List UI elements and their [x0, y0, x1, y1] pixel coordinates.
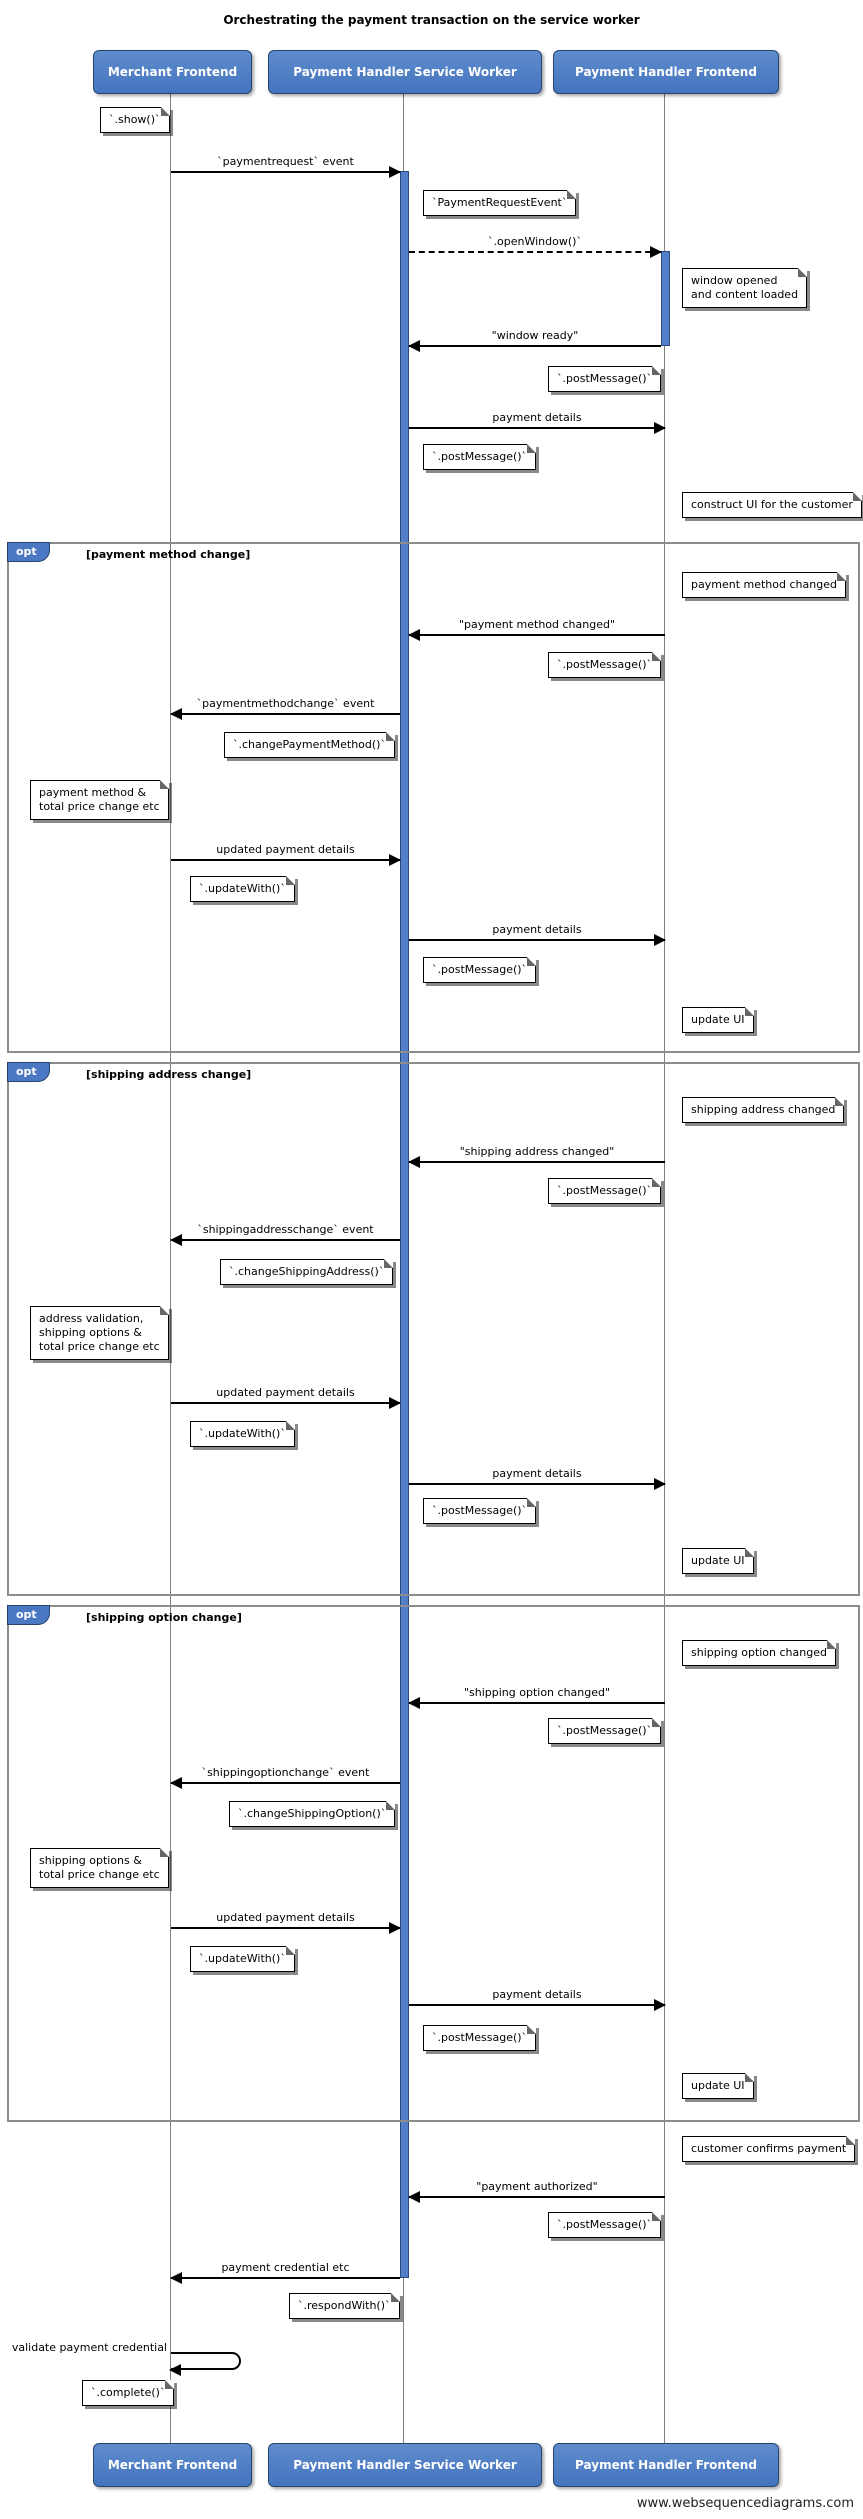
message-paymentmethodchange-event: [170, 708, 400, 720]
note-changeshippingaddress: `.changeShippingAddress()`: [220, 1259, 394, 1285]
note-address-validation-shipping-options: address validation, shipping options & t…: [30, 1306, 169, 1360]
message-payment-details-2: [409, 934, 666, 946]
message-shippingaddresschange-event: [170, 1234, 400, 1246]
message-label-validate-payment-credential: validate payment credential: [11, 2341, 167, 2354]
message-label-payment-details-2: payment details: [492, 923, 582, 936]
note-update-ui-3: update UI: [682, 2073, 754, 2099]
message-updated-payment-details-2: [171, 1397, 401, 1409]
message-shippingoptionchange-event: [170, 1777, 400, 1789]
note-update-ui-2: update UI: [682, 1548, 754, 1574]
watermark-websequencediagrams: www.websequencediagrams.com: [636, 2496, 854, 2511]
message-validate-payment-credential-self-loop: [169, 2352, 241, 2376]
activation-payment-handler-frontend: [661, 251, 670, 346]
note-postmessage-payment-details-2: `.postMessage()`: [423, 957, 537, 983]
note-shipping-option-changed: shipping option changed: [682, 1640, 836, 1666]
message-updated-payment-details-1: [171, 854, 401, 866]
note-postmessage-payment-details-4: `.postMessage()`: [423, 2025, 537, 2051]
message-paymentrequest-event: [171, 166, 401, 178]
message-label-paymentrequest-event: `paymentrequest` event: [217, 155, 354, 168]
participant-merchant-frontend-top: Merchant Frontend: [93, 50, 252, 94]
note-shipping-options-total-price-change: shipping options & total price change et…: [30, 1848, 169, 1888]
message-label-payment-method-changed: "payment method changed": [458, 618, 616, 631]
fragment-condition: [shipping address change]: [86, 1068, 252, 1081]
note-postmessage-payment-authorized: `.postMessage()`: [548, 2212, 662, 2238]
message-payment-details-4: [409, 1999, 666, 2011]
note-window-opened-and-content-loaded: window opened and content loaded: [682, 268, 808, 308]
note-postmessage-window-ready: `.postMessage()`: [548, 366, 662, 392]
note-payment-method-changed: payment method changed: [682, 572, 846, 598]
participant-payment-handler-service-worker-bottom: Payment Handler Service Worker: [268, 2443, 542, 2487]
activation-service-worker: [400, 171, 409, 2278]
message-label-openwindow: `.openWindow()`: [488, 235, 582, 248]
message-payment-credential-etc: [170, 2272, 400, 2284]
note-updatewith-1: `.updateWith()`: [190, 876, 295, 902]
fragment-opt-shipping-option-change: opt [shipping option change]: [7, 1605, 860, 2122]
message-window-ready: [408, 340, 661, 352]
message-label-payment-details-3: payment details: [492, 1467, 582, 1480]
message-label-updated-payment-details-2: updated payment details: [216, 1386, 355, 1399]
message-payment-details-3: [409, 1478, 666, 1490]
fragment-opt-shipping-address-change: opt [shipping address change]: [7, 1062, 860, 1596]
message-label-shipping-option-changed: "shipping option changed": [463, 1686, 611, 1699]
message-label-window-ready: "window ready": [491, 329, 579, 342]
message-label-shippingoptionchange-event: `shippingoptionchange` event: [201, 1766, 370, 1779]
note-postmessage-shipping-option: `.postMessage()`: [548, 1718, 662, 1744]
note-changepaymentmethod: `.changePaymentMethod()`: [224, 732, 395, 758]
message-label-shipping-address-changed: "shipping address changed": [459, 1145, 615, 1158]
note-customer-confirms-payment: customer confirms payment: [682, 2136, 856, 2162]
message-label-payment-credential-etc: payment credential etc: [221, 2261, 350, 2274]
message-label-updated-payment-details-1: updated payment details: [216, 843, 355, 856]
lifeline-merchant-frontend: [170, 93, 171, 2443]
message-label-payment-details-1: payment details: [492, 411, 582, 424]
message-shipping-option-changed: [408, 1697, 665, 1709]
message-label-payment-authorized: "payment authorized": [476, 2180, 598, 2193]
message-shipping-address-changed: [408, 1156, 665, 1168]
note-postmessage-payment-details-1: `.postMessage()`: [423, 444, 537, 470]
note-postmessage-payment-details-3: `.postMessage()`: [423, 1498, 537, 1524]
message-payment-authorized: [408, 2191, 665, 2203]
note-payment-method-and-total-price-change: payment method & total price change etc: [30, 780, 169, 820]
participant-merchant-frontend-bottom: Merchant Frontend: [93, 2443, 252, 2487]
note-construct-ui-for-the-customer: construct UI for the customer: [682, 492, 862, 518]
note-postmessage-shipping-address: `.postMessage()`: [548, 1178, 662, 1204]
message-label-paymentmethodchange-event: `paymentmethodchange` event: [196, 697, 375, 710]
message-updated-payment-details-3: [171, 1922, 401, 1934]
participant-payment-handler-frontend-top: Payment Handler Frontend: [553, 50, 779, 94]
note-complete: `.complete()`: [82, 2380, 175, 2406]
message-label-updated-payment-details-3: updated payment details: [216, 1911, 355, 1924]
note-paymentrequestevent: `PaymentRequestEvent`: [423, 190, 577, 216]
fragment-operator-label: opt: [7, 1605, 50, 1625]
note-update-ui-1: update UI: [682, 1007, 754, 1033]
fragment-condition: [payment method change]: [86, 548, 251, 561]
fragment-opt-payment-method-change: opt [payment method change]: [7, 542, 860, 1053]
fragment-operator-label: opt: [7, 542, 50, 562]
diagram-title: Orchestrating the payment transaction on…: [223, 13, 640, 27]
note-respondwith: `.respondWith()`: [289, 2293, 400, 2319]
fragment-operator-label: opt: [7, 1062, 50, 1082]
message-payment-details-1: [409, 422, 666, 434]
message-payment-method-changed: [408, 629, 665, 641]
note-shipping-address-changed: shipping address changed: [682, 1097, 845, 1123]
participant-payment-handler-frontend-bottom: Payment Handler Frontend: [553, 2443, 779, 2487]
note-changeshippingoption: `.changeShippingOption()`: [229, 1801, 396, 1827]
note-postmessage-payment-method: `.postMessage()`: [548, 652, 662, 678]
message-openwindow: [409, 246, 662, 258]
note-updatewith-2: `.updateWith()`: [190, 1421, 295, 1447]
note-show: `.show()`: [100, 107, 170, 133]
message-label-shippingaddresschange-event: `shippingaddresschange` event: [197, 1223, 374, 1236]
fragment-condition: [shipping option change]: [86, 1611, 242, 1624]
lifeline-payment-handler-frontend: [664, 93, 665, 2443]
participant-payment-handler-service-worker-top: Payment Handler Service Worker: [268, 50, 542, 94]
note-updatewith-3: `.updateWith()`: [190, 1946, 295, 1972]
message-label-payment-details-4: payment details: [492, 1988, 582, 2001]
